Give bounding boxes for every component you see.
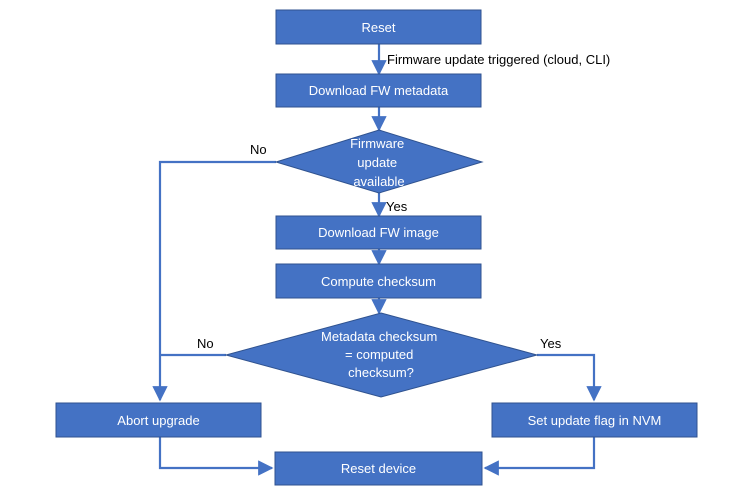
connector-checksum-yes (537, 353, 602, 402)
node-reset-label: Reset (362, 20, 396, 35)
edge-label-trigger: Firmware update triggered (cloud, CLI) (387, 52, 610, 67)
node-download-image-label: Download FW image (318, 225, 439, 240)
node-abort-upgrade-label: Abort upgrade (117, 413, 199, 428)
connectors (152, 44, 602, 476)
node-abort-upgrade: Abort upgrade (55, 402, 262, 438)
decision-firmware-available-line-2: update (357, 155, 397, 170)
node-reset-device-label: Reset device (341, 461, 416, 476)
node-compute-checksum: Compute checksum (275, 263, 482, 299)
node-reset: Reset (275, 9, 482, 45)
decision-firmware-available: Firmware update available (274, 129, 484, 194)
decision-firmware-available-line-3: available (353, 174, 404, 189)
decision-checksum-match-line-1: Metadata checksum (321, 329, 437, 344)
decision-firmware-available-line-1: Firmware (350, 136, 404, 151)
node-download-metadata: Download FW metadata (275, 73, 482, 108)
edge-label-checksum-yes: Yes (540, 336, 562, 351)
edge-label-available-no: No (250, 142, 267, 157)
node-reset-device: Reset device (274, 451, 483, 486)
edge-label-available-yes: Yes (386, 199, 408, 214)
edge-label-checksum-no: No (197, 336, 214, 351)
decision-checksum-match-label: Metadata checksum = computed checksum? (321, 329, 441, 380)
decision-checksum-match: Metadata checksum = computed checksum? (224, 312, 539, 398)
decision-firmware-available-label: Firmware update available (350, 136, 408, 189)
node-download-image: Download FW image (275, 215, 482, 250)
node-download-metadata-label: Download FW metadata (309, 83, 449, 98)
decision-checksum-match-line-2: = computed (345, 347, 413, 362)
node-compute-checksum-label: Compute checksum (321, 274, 436, 289)
connector-available-no (152, 160, 276, 402)
connector-abort-to-reset (158, 437, 274, 476)
node-set-update-flag-label: Set update flag in NVM (528, 413, 662, 428)
connector-flag-to-reset (483, 437, 596, 476)
decision-checksum-match-line-3: checksum? (348, 365, 414, 380)
node-set-update-flag: Set update flag in NVM (491, 402, 698, 438)
